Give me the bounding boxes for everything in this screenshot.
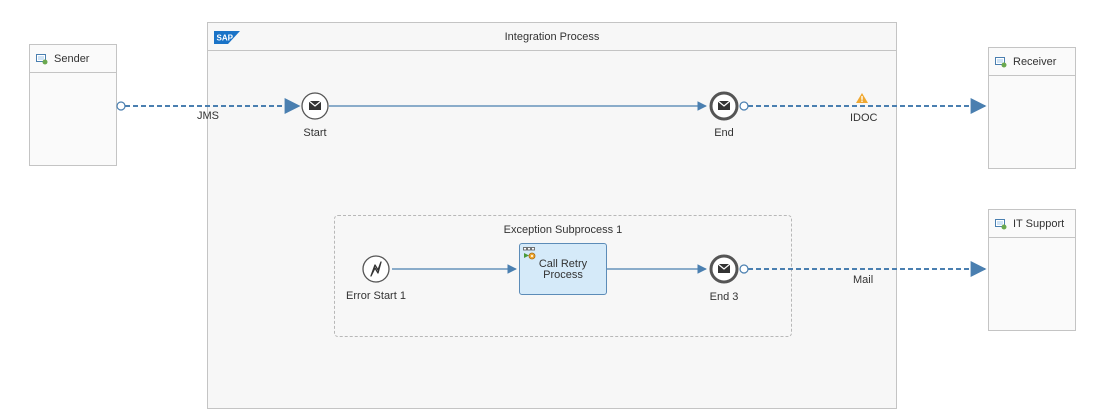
it-support-participant[interactable]: IT Support [988, 209, 1076, 331]
receiver-header: Receiver [989, 48, 1075, 76]
end3-event-label: End 3 [709, 291, 739, 303]
call-retry-process-task[interactable]: Call Retry Process [519, 243, 607, 295]
it-support-label: IT Support [1013, 217, 1065, 230]
jms-channel-label[interactable]: JMS [197, 110, 219, 122]
pool-header: SAP Integration Process [208, 23, 896, 51]
idoc-channel-label[interactable]: IDOC [850, 112, 878, 124]
participant-icon [995, 218, 1007, 229]
it-support-header: IT Support [989, 210, 1075, 238]
receiver-participant[interactable]: Receiver [988, 47, 1076, 169]
mail-channel-label[interactable]: Mail [853, 274, 874, 286]
exception-subprocess[interactable]: Exception Subprocess 1 [334, 215, 792, 337]
receiver-label: Receiver [1013, 55, 1057, 68]
sap-logo: SAP [214, 31, 240, 44]
svg-text:SAP: SAP [217, 34, 234, 43]
task-label: Call Retry Process [538, 258, 588, 281]
error-start-event-label: Error Start 1 [346, 290, 406, 302]
participant-icon [36, 53, 48, 64]
sender-header: Sender [30, 45, 116, 73]
sender-participant[interactable]: Sender [29, 44, 117, 166]
subprocess-title: Exception Subprocess 1 [503, 224, 623, 236]
participant-icon [995, 56, 1007, 67]
pool-title: Integration Process [504, 31, 600, 43]
start-event-label: Start [303, 127, 327, 139]
end-event-label: End [714, 127, 734, 139]
sender-label: Sender [54, 52, 90, 65]
process-call-icon [523, 247, 536, 260]
